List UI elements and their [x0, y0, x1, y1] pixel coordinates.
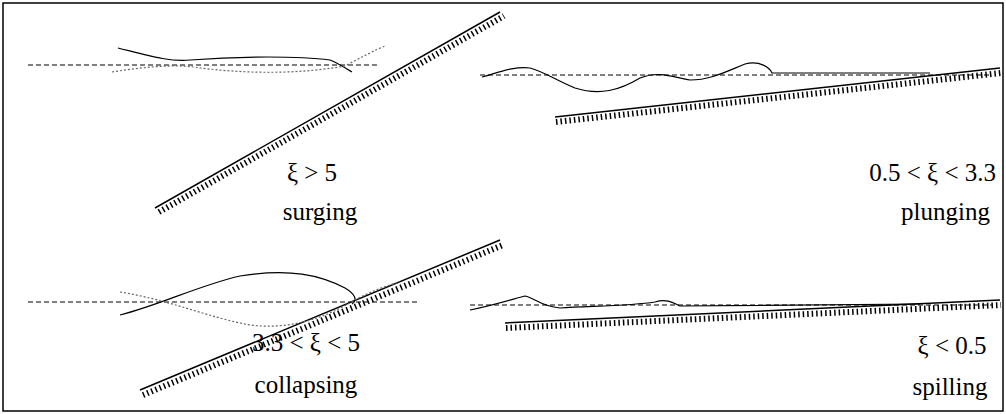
iribarren-range: ξ < 0.5 — [918, 333, 987, 358]
iribarren-range: 3.3 < ξ < 5 — [252, 330, 360, 355]
breaker-type: plunging — [901, 199, 990, 224]
wave-profile — [112, 46, 385, 72]
frame — [3, 3, 1003, 411]
hatch — [556, 73, 1001, 122]
wave-profile — [120, 282, 400, 326]
breaker-type: surging — [283, 199, 358, 224]
wave-profile — [118, 48, 352, 72]
wave-profile — [482, 63, 930, 92]
wave-profile — [470, 296, 920, 310]
breaker-type: collapsing — [255, 372, 358, 397]
hatch — [506, 305, 1001, 328]
still-water-line — [480, 75, 992, 76]
still-water-line — [28, 65, 380, 66]
slope — [155, 12, 500, 208]
slope — [505, 300, 1000, 323]
wave-profile — [120, 273, 355, 315]
iribarren-range: ξ > 5 — [287, 160, 337, 185]
still-water-line — [28, 302, 420, 303]
breaker-type: spilling — [912, 374, 987, 399]
slope — [140, 240, 500, 390]
iribarren-range: 0.5 < ξ < 3.3 — [869, 160, 996, 185]
hatch — [159, 16, 504, 212]
slope — [555, 68, 1000, 117]
